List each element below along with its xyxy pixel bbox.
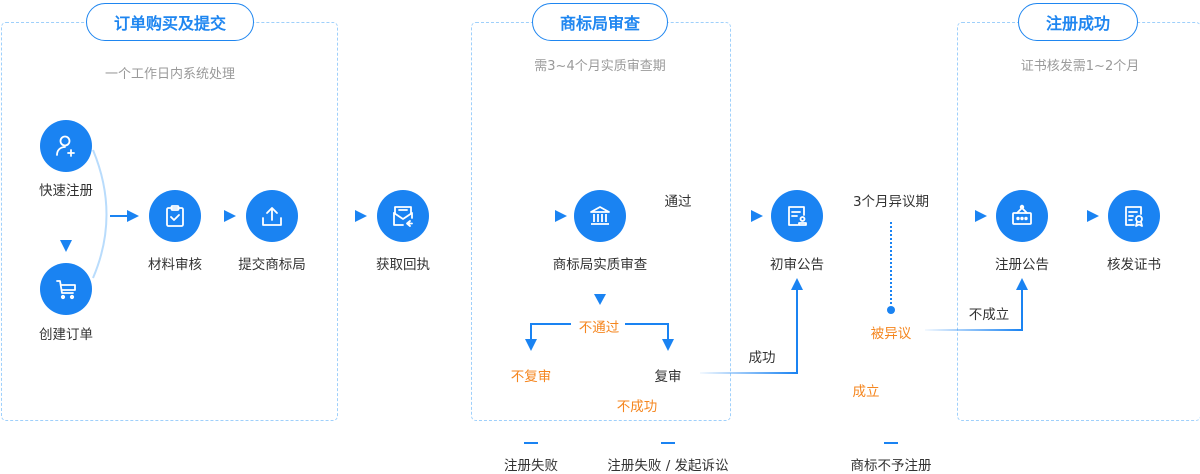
node-quick-register[interactable] bbox=[40, 120, 92, 172]
mail-reply-icon bbox=[393, 206, 413, 227]
node-preliminary-notice[interactable] bbox=[771, 190, 823, 242]
signboard-icon bbox=[1012, 204, 1032, 225]
stage-note-success: 证书核发需1~2个月 bbox=[1020, 59, 1140, 74]
arrowhead bbox=[355, 210, 367, 222]
certificate-icon bbox=[1125, 206, 1143, 227]
arrowhead bbox=[525, 339, 537, 351]
edge-label-opposition-period: 3个月异议期 bbox=[852, 194, 930, 210]
outcome-reg-failed: 注册失败 bbox=[504, 458, 558, 474]
node-create-order[interactable] bbox=[40, 263, 92, 315]
edge-label-review: 复审 bbox=[654, 369, 682, 385]
edge-label-success: 成功 bbox=[748, 350, 776, 366]
edge-fail-right bbox=[625, 323, 669, 340]
stage-title-success: 注册成功 bbox=[1018, 3, 1138, 41]
arrowhead bbox=[224, 210, 236, 222]
label-issue-certificate: 核发证书 bbox=[1107, 257, 1161, 273]
label-submit-office: 提交商标局 bbox=[238, 257, 306, 273]
label-get-receipt: 获取回执 bbox=[376, 257, 430, 273]
edge-label-established: 成立 bbox=[852, 384, 880, 400]
bank-icon bbox=[590, 206, 610, 225]
node-get-receipt[interactable] bbox=[377, 190, 429, 242]
upload-icon bbox=[262, 207, 282, 226]
arrowhead bbox=[555, 210, 567, 222]
node-substantive-exam[interactable] bbox=[574, 190, 626, 242]
group-arc bbox=[92, 149, 108, 279]
node-issue-certificate[interactable] bbox=[1108, 190, 1160, 242]
arrowhead bbox=[662, 339, 674, 351]
stage-title-order: 订单购买及提交 bbox=[86, 3, 254, 41]
user-add-icon bbox=[56, 135, 75, 157]
arrowhead bbox=[791, 278, 803, 290]
stage-title-review: 商标局审查 bbox=[532, 3, 668, 41]
edge-label-no-review: 不复审 bbox=[510, 369, 552, 385]
node-registration-notice[interactable] bbox=[996, 190, 1048, 242]
arrowhead bbox=[1087, 210, 1099, 222]
label-create-order: 创建订单 bbox=[39, 327, 93, 343]
edge-fail-left bbox=[530, 323, 571, 340]
label-substantive-exam: 商标局实质审查 bbox=[552, 257, 648, 273]
label-material-review: 材料审核 bbox=[148, 257, 202, 273]
edge-label-not-established: 不成立 bbox=[968, 307, 1010, 323]
cart-icon bbox=[56, 280, 76, 300]
edge-label-fail: 不通过 bbox=[578, 320, 620, 336]
edge-opposed-registration bbox=[925, 290, 1023, 331]
arrowhead bbox=[975, 210, 987, 222]
arrowhead bbox=[1016, 278, 1028, 290]
clipboard-check-icon bbox=[166, 205, 184, 227]
edge-label-unsuccessful: 不成功 bbox=[616, 399, 658, 415]
label-preliminary-notice: 初审公告 bbox=[770, 257, 824, 273]
node-submit-office[interactable] bbox=[246, 190, 298, 242]
label-quick-register: 快速注册 bbox=[39, 183, 93, 199]
node-material-review[interactable] bbox=[149, 190, 201, 242]
opposition-dot bbox=[887, 306, 895, 314]
outcome-not-registered: 商标不予注册 bbox=[850, 458, 932, 474]
arrowhead bbox=[751, 210, 763, 222]
arrowhead bbox=[594, 294, 606, 305]
outcome-reg-failed-or-sue: 注册失败 / 发起诉讼 bbox=[607, 458, 729, 474]
arrowhead bbox=[60, 240, 72, 252]
edge-label-opposed: 被异议 bbox=[870, 326, 912, 342]
label-registration-notice: 注册公告 bbox=[995, 257, 1049, 273]
edge-review-success bbox=[700, 290, 798, 374]
stage-note-order: 一个工作日内系统处理 bbox=[104, 67, 235, 82]
edge-label-pass: 通过 bbox=[664, 194, 692, 210]
stage-note-review: 需3~4个月实质审查期 bbox=[534, 59, 666, 74]
arrowhead bbox=[127, 210, 139, 222]
document-stamp-icon bbox=[788, 206, 807, 226]
